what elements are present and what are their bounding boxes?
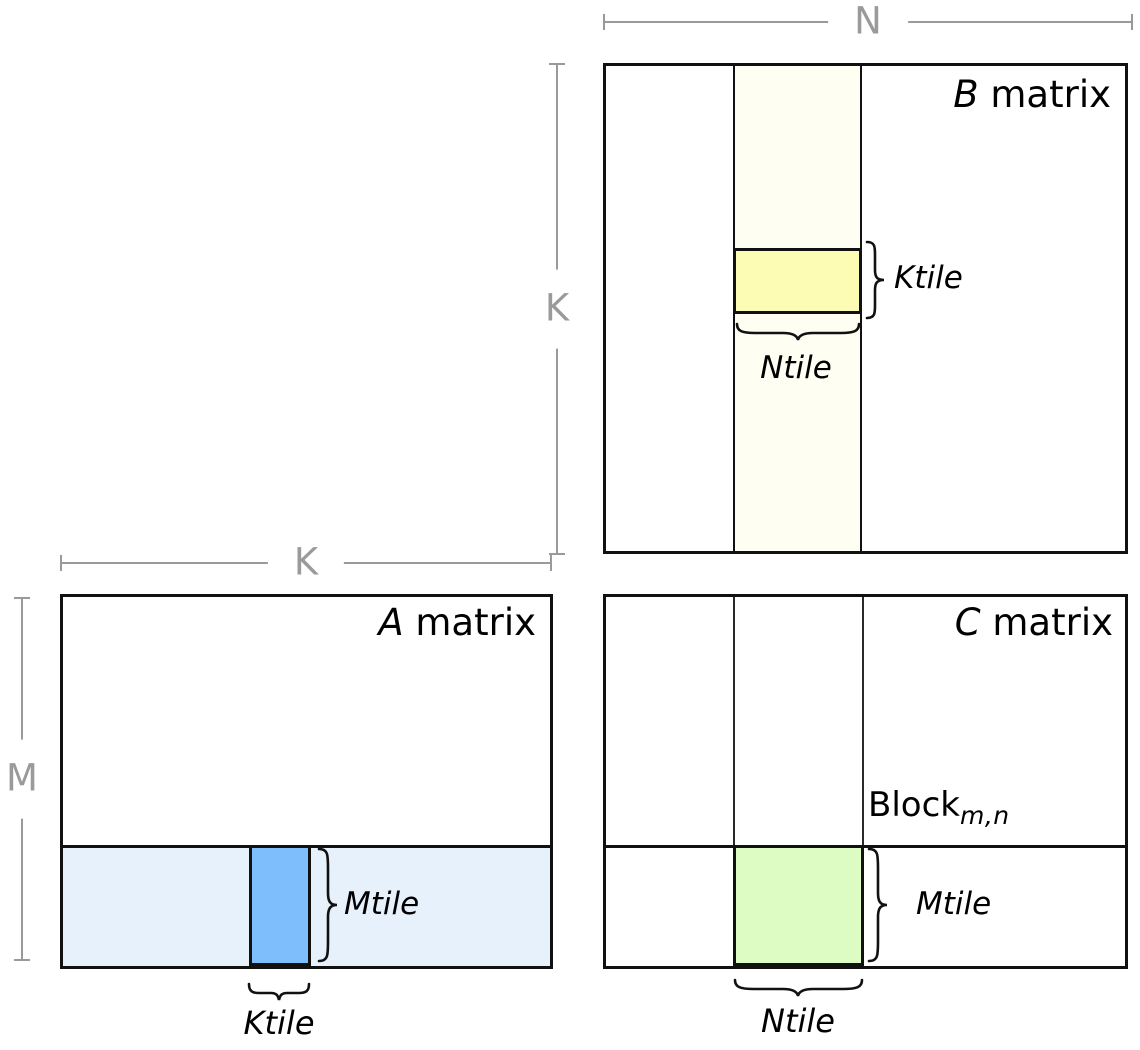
n-dimension-right-tick	[1131, 14, 1133, 30]
c-column-line-left	[733, 597, 735, 966]
a-ktile-brace	[247, 982, 311, 1001]
n-dimension-label: N	[828, 2, 908, 42]
k-dimension-a-left-tick	[60, 555, 62, 571]
c-ntile-label: Ntile	[761, 1002, 835, 1040]
n-dimension-line: N	[603, 2, 1133, 42]
b-ktile-brace	[865, 240, 885, 320]
b-matrix-box: B matrix	[603, 63, 1128, 554]
k-dimension-b-label: K	[544, 269, 570, 349]
c-ntile-brace	[733, 978, 864, 997]
c-block-cell	[733, 845, 864, 966]
k-dimension-b-bottom-tick	[549, 553, 565, 555]
m-dimension-top-tick	[14, 597, 30, 599]
c-mtile-label: Mtile	[916, 886, 992, 922]
c-matrix-title-word: matrix	[980, 601, 1113, 644]
b-ntile-brace	[735, 322, 861, 341]
a-matrix-title: A matrix	[378, 601, 536, 645]
k-dimension-a-right-tick	[550, 555, 552, 571]
c-row-line	[606, 845, 1125, 848]
a-matrix-title-word: matrix	[403, 601, 536, 644]
k-dimension-a-label: K	[267, 543, 345, 583]
m-dimension-label: M	[6, 739, 38, 819]
b-ntile-label: Ntile	[760, 350, 832, 386]
k-dimension-line-a: K	[60, 543, 552, 583]
a-mtile-brace	[317, 847, 338, 963]
a-matrix-box: A matrix	[60, 594, 553, 969]
a-ktile-label: Ktile	[243, 1004, 315, 1042]
c-matrix-box: C matrix Blockm,n	[603, 594, 1128, 969]
c-column-line-right	[862, 597, 864, 966]
a-matrix-title-letter: A	[378, 601, 404, 644]
c-block-label-subscript: m,n	[959, 801, 1010, 830]
c-matrix-title-letter: C	[954, 601, 981, 644]
m-dimension-bottom-tick	[14, 959, 30, 961]
c-matrix-title: C matrix	[954, 601, 1113, 645]
a-mtile-label: Mtile	[344, 886, 420, 922]
n-dimension-left-tick	[603, 14, 605, 30]
m-dimension-line: M	[6, 597, 38, 961]
b-ktile-label: Ktile	[894, 260, 963, 296]
c-block-label: Blockm,n	[868, 785, 1010, 830]
c-mtile-brace	[867, 847, 888, 963]
b-matrix-title-word: matrix	[978, 73, 1111, 116]
b-matrix-title: B matrix	[953, 73, 1111, 117]
a-mtile-cell	[249, 845, 311, 966]
c-block-label-base: Block	[868, 785, 960, 825]
k-dimension-b-top-tick	[549, 63, 565, 65]
b-matrix-title-letter: B	[953, 73, 979, 116]
b-ktile-cell	[733, 248, 862, 314]
k-dimension-line-b: K	[544, 63, 570, 555]
